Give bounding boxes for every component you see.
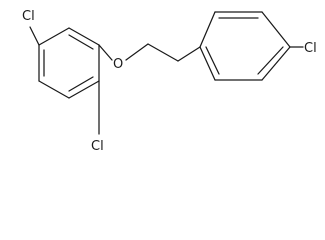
ring-double-bond [205, 46, 220, 75]
ring-bond [68, 80, 100, 99]
atom-label-oxygen: O [113, 57, 123, 72]
bond-methylene-to-ring [147, 43, 179, 62]
ring-bond [261, 46, 291, 81]
ring-double-bond [68, 76, 94, 92]
bond-ring-to-oxygen [98, 44, 113, 61]
ring-double-bond [257, 46, 284, 75]
ring-double-bond [68, 34, 94, 50]
bond-to-cl-top [29, 26, 40, 46]
structure-diagram: Cl Cl O Cl [22, 9, 317, 154]
dichlorophenyl-ring [38, 27, 100, 99]
ring-bond [261, 11, 291, 48]
atom-label-cl-right: Cl [304, 41, 317, 56]
molecule-skeleton [29, 11, 304, 135]
ring-bond [199, 11, 216, 48]
bond-oxygen-to-methylene [125, 43, 149, 61]
bond-ring-join [177, 46, 201, 62]
ring-bond [38, 27, 70, 46]
atom-label-cl-bottom: Cl [91, 139, 104, 154]
ring-bond [199, 46, 216, 81]
atom-labels: Cl Cl O Cl [22, 9, 317, 154]
atom-label-cl-top-left: Cl [22, 9, 35, 24]
chlorophenyl-ring [199, 11, 291, 81]
ring-bond [38, 80, 70, 99]
ring-bond [68, 27, 100, 46]
